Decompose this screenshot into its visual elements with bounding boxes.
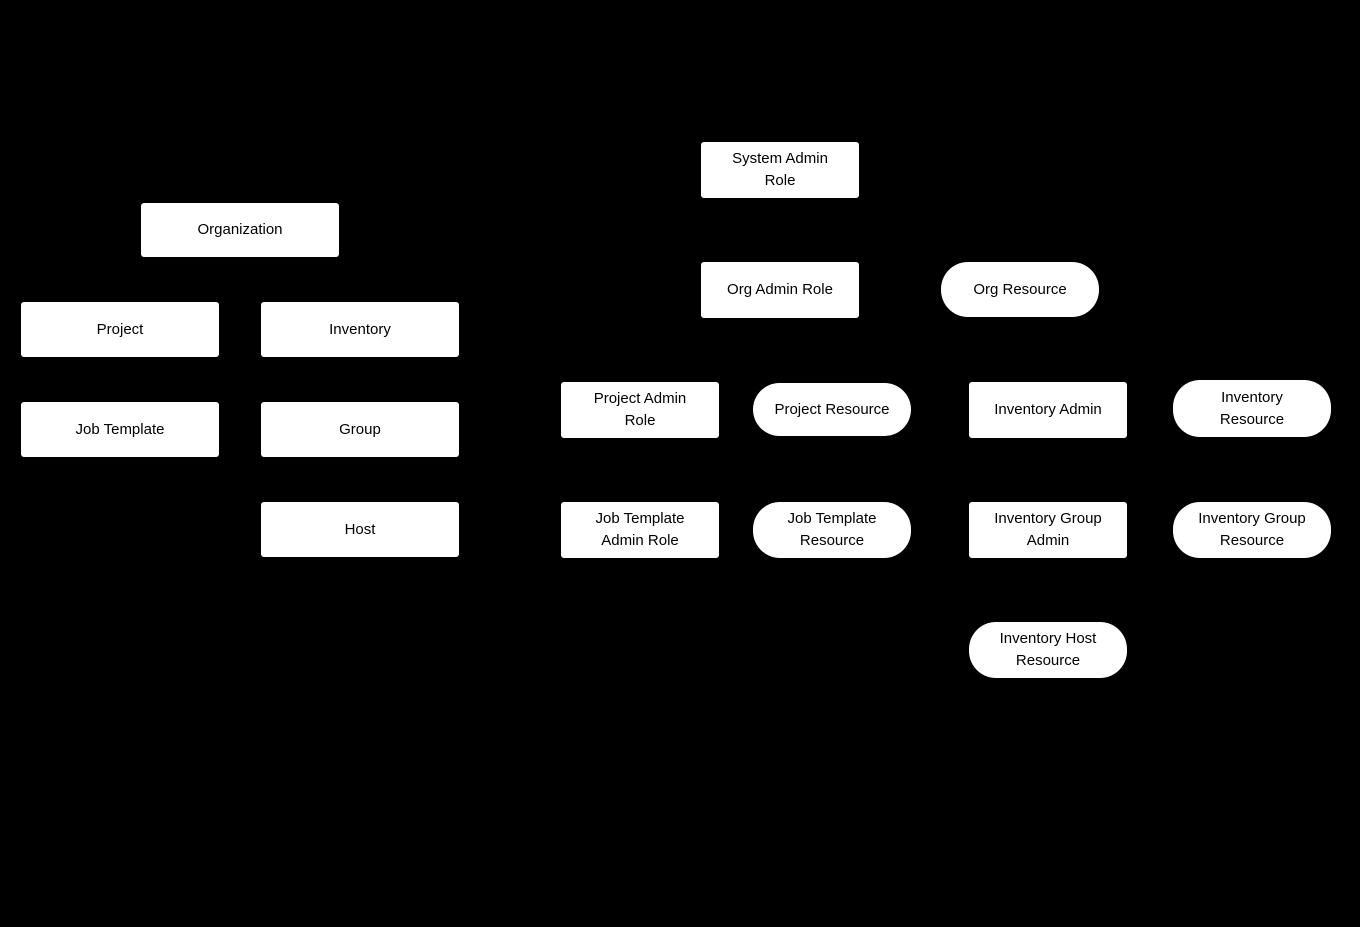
node-project-admin-role: Project Admin Role bbox=[561, 382, 719, 438]
node-organization: Organization bbox=[141, 203, 339, 257]
node-inventory-host-resource: Inventory Host Resource bbox=[969, 622, 1127, 678]
node-label-inventory-admin: Inventory Admin bbox=[994, 401, 1102, 419]
node-label-system-admin-role: System Admin Role bbox=[732, 150, 828, 189]
node-inventory-group-resource: Inventory Group Resource bbox=[1173, 502, 1331, 558]
node-job-template-admin-role: Job Template Admin Role bbox=[561, 502, 719, 558]
node-label-project: Project bbox=[96, 320, 144, 338]
node-system-admin-role: System Admin Role bbox=[701, 142, 859, 198]
node-group: Group bbox=[261, 402, 459, 457]
node-label-project-resource: Project Resource bbox=[774, 400, 890, 418]
node-inventory-resource: Inventory Resource bbox=[1173, 380, 1331, 437]
node-inventory-group-admin: Inventory Group Admin bbox=[969, 502, 1127, 558]
node-project: Project bbox=[21, 302, 219, 357]
node-org-admin-role: Org Admin Role bbox=[701, 262, 859, 318]
node-label-project-admin-role: Project Admin Role bbox=[593, 390, 687, 429]
node-inventory: Inventory bbox=[261, 302, 459, 357]
node-host: Host bbox=[261, 502, 459, 557]
node-label-job-template: Job Template bbox=[75, 420, 165, 438]
node-org-resource: Org Resource bbox=[941, 262, 1099, 317]
node-project-resource: Project Resource bbox=[753, 383, 911, 436]
node-label-organization: Organization bbox=[197, 221, 283, 239]
node-inventory-admin: Inventory Admin bbox=[969, 382, 1127, 438]
node-label-job-template-admin-role: Job Template Admin Role bbox=[595, 510, 685, 549]
node-label-job-template-resource: Job Template Resource bbox=[787, 510, 877, 549]
node-label-inventory: Inventory bbox=[329, 320, 391, 338]
node-label-inventory-resource: Inventory Resource bbox=[1219, 388, 1285, 428]
node-label-org-admin-role: Org Admin Role bbox=[727, 281, 833, 299]
node-label-org-resource: Org Resource bbox=[973, 280, 1067, 298]
node-label-group: Group bbox=[339, 420, 381, 438]
node-job-template-resource: Job Template Resource bbox=[753, 502, 911, 558]
node-label-host: Host bbox=[344, 520, 376, 538]
node-label-inventory-group-admin: Inventory Group Admin bbox=[994, 510, 1102, 549]
node-job-template: Job Template bbox=[21, 402, 219, 457]
node-label-inventory-group-resource: Inventory Group Resource bbox=[1198, 510, 1306, 549]
node-label-inventory-host-resource: Inventory Host Resource bbox=[999, 630, 1097, 669]
